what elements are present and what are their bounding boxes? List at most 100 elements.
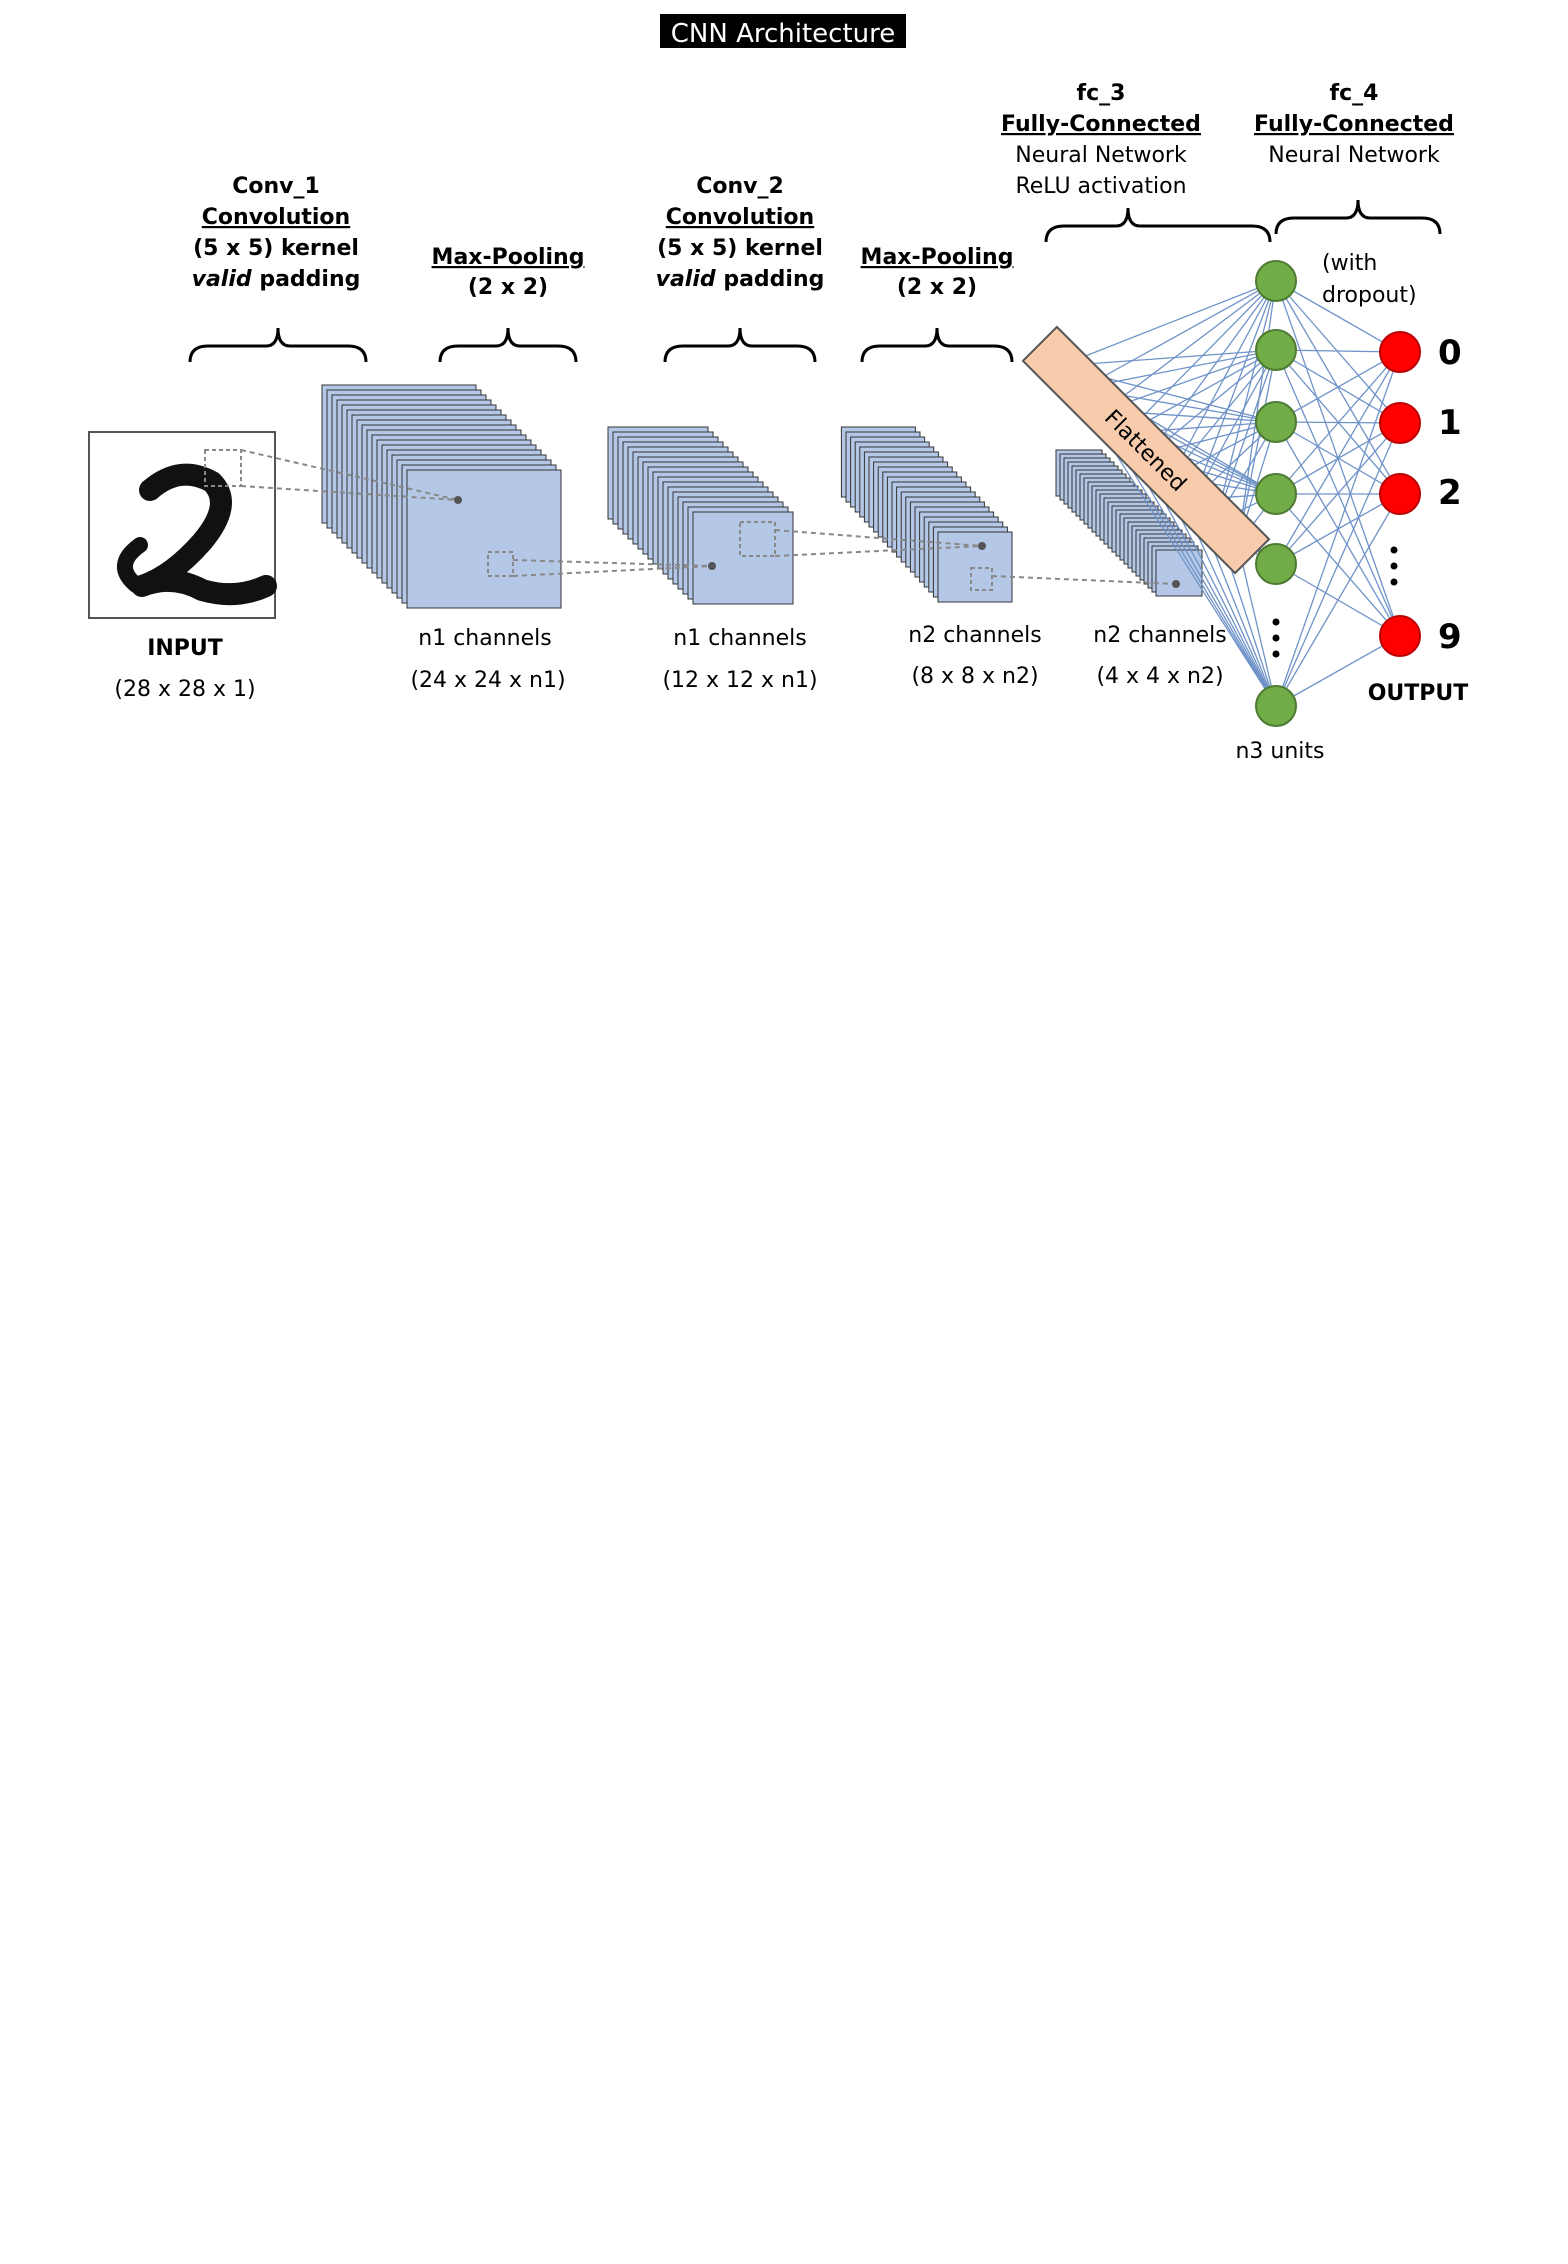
stage-1-channels: n1 channels: [418, 626, 551, 651]
svg-text:Max-Pooling: Max-Pooling: [432, 245, 585, 270]
digit-two-loop: [117, 537, 148, 593]
hidden-node-5: [1255, 685, 1297, 727]
output-digits: 0 1 2 9: [1438, 333, 1462, 657]
fc3-edge-5-1: [1170, 349, 1277, 478]
stage-captions: n1 channels (24 x 24 x n1) n1 channels (…: [410, 623, 1226, 693]
output-node-0: [1379, 331, 1421, 373]
svg-text:(2 x 2): (2 x 2): [468, 275, 548, 300]
stage-3-dims: (8 x 8 x n2): [911, 664, 1038, 689]
fc4-edge-5-0: [1275, 351, 1401, 707]
svg-text:valid padding: valid padding: [192, 267, 361, 292]
hidden-node-3: [1255, 473, 1297, 515]
svg-text:Convolution: Convolution: [202, 205, 350, 230]
feature-map-2-layer-0: [692, 511, 794, 605]
projection-lines: [240, 449, 1177, 585]
hidden-node-4: [1255, 543, 1297, 585]
output-digit-1: 1: [1438, 403, 1462, 443]
feature-map-stacks: [321, 384, 1203, 609]
hidden-node-0: [1255, 260, 1297, 302]
receptive-field-1: [204, 449, 242, 487]
fc3-edge-1-0: [1081, 280, 1277, 389]
ellipsis-icon: [1272, 546, 1398, 658]
svg-text:valid padding: valid padding: [656, 267, 825, 292]
brace-fc3: [1044, 207, 1272, 243]
svg-text:(2 x 2): (2 x 2): [897, 275, 977, 300]
output-node-3: [1379, 615, 1421, 657]
input-dims: (28 x 28 x 1): [114, 677, 255, 702]
fc-nodes: [1255, 260, 1421, 727]
input-label: INPUT: [147, 636, 223, 661]
brace-conv1: [188, 327, 368, 363]
fc3-edge-8-5: [1237, 543, 1277, 707]
output-digit-0: 0: [1438, 333, 1462, 373]
svg-text:(5 x 5) kernel: (5 x 5) kernel: [193, 236, 359, 261]
fc4-edge-5-1: [1275, 422, 1401, 707]
fc3-edge-0-1: [1059, 349, 1277, 367]
hidden-node-2: [1255, 401, 1297, 443]
svg-text:Fully-Connected: Fully-Connected: [1254, 112, 1454, 137]
output-digit-9: 9: [1438, 617, 1462, 657]
conv1-label: Conv_1 Convolution (5 x 5) kernel valid …: [192, 174, 361, 292]
fc4-edge-5-2: [1275, 493, 1401, 707]
hidden-node-1: [1255, 329, 1297, 371]
svg-text:Neural Network: Neural Network: [1268, 143, 1440, 168]
svg-text:fc_4: fc_4: [1330, 81, 1379, 106]
svg-text:Conv_1: Conv_1: [232, 174, 320, 199]
fc3-label: fc_3 Fully-Connected Neural Network ReLU…: [1001, 81, 1201, 199]
fc3-edge-2-0: [1104, 280, 1277, 412]
flattened-rect: [1021, 325, 1271, 575]
svg-text:fc_3: fc_3: [1077, 81, 1126, 106]
fc4-edge-5-3: [1275, 635, 1401, 707]
stage-1-dims: (24 x 24 x n1): [410, 668, 565, 693]
dropout-line-1: (with: [1322, 251, 1377, 276]
brace-conv2: [663, 327, 817, 363]
svg-text:Fully-Connected: Fully-Connected: [1001, 112, 1201, 137]
output-node-1: [1379, 402, 1421, 444]
svg-text:Max-Pooling: Max-Pooling: [861, 245, 1014, 270]
fc4-edge-3-0: [1275, 351, 1401, 495]
svg-text:Conv_2: Conv_2: [696, 174, 784, 199]
receptive-field-3: [739, 521, 776, 557]
fc4-label: fc_4 Fully-Connected Neural Network: [1254, 81, 1454, 168]
receptive-field-4: [970, 567, 993, 591]
output-node-2: [1379, 473, 1421, 515]
dropout-line-2: dropout): [1322, 283, 1417, 308]
fc4-edge-4-1: [1275, 422, 1401, 565]
output-digit-2: 2: [1438, 473, 1462, 513]
input-image: [88, 431, 277, 619]
fc3-edge-3-0: [1126, 280, 1277, 434]
svg-text:(5 x 5) kernel: (5 x 5) kernel: [657, 236, 823, 261]
fc4-edge-0-1: [1275, 280, 1401, 424]
receptive-field-2: [487, 551, 514, 577]
stage-4-channels: n2 channels: [1093, 623, 1226, 648]
svg-text:Neural Network: Neural Network: [1015, 143, 1187, 168]
n3-units-label: n3 units: [1235, 739, 1324, 764]
brace-fc4: [1274, 199, 1442, 235]
fc4-edge-4-0: [1275, 351, 1401, 565]
fc3-edge-3-1: [1126, 349, 1277, 434]
brace-pool1: [438, 327, 578, 363]
fc3-edge-1-1: [1082, 349, 1277, 389]
cnn-title: CNN Architecture: [671, 19, 896, 49]
svg-text:ReLU activation: ReLU activation: [1015, 174, 1186, 199]
stage-4-dims: (4 x 4 x n2): [1096, 664, 1223, 689]
fc3-edge-2-1: [1104, 349, 1277, 412]
feature-map-1-layer-0: [406, 469, 562, 609]
cnn-section: CNN Architecture Conv_1 Convolution (5 x…: [88, 14, 1469, 764]
digit-two-icon: [131, 463, 277, 606]
fc4-edge-2-0: [1275, 351, 1401, 423]
stage-3-channels: n2 channels: [908, 623, 1041, 648]
svg-text:Convolution: Convolution: [666, 205, 814, 230]
brace-pool2: [860, 327, 1014, 363]
cnn-braces: [188, 199, 1442, 363]
fc3-edge-6-0: [1192, 280, 1277, 500]
fc3-edge-0-0: [1059, 280, 1277, 367]
fc3-edge-8-1: [1237, 349, 1277, 545]
stage-2-dims: (12 x 12 x n1): [662, 668, 817, 693]
fc3-edge-5-0: [1170, 280, 1277, 478]
stage-2-channels: n1 channels: [673, 626, 806, 651]
pool1-label: Max-Pooling (2 x 2): [432, 245, 585, 300]
output-label: OUTPUT: [1368, 681, 1469, 706]
